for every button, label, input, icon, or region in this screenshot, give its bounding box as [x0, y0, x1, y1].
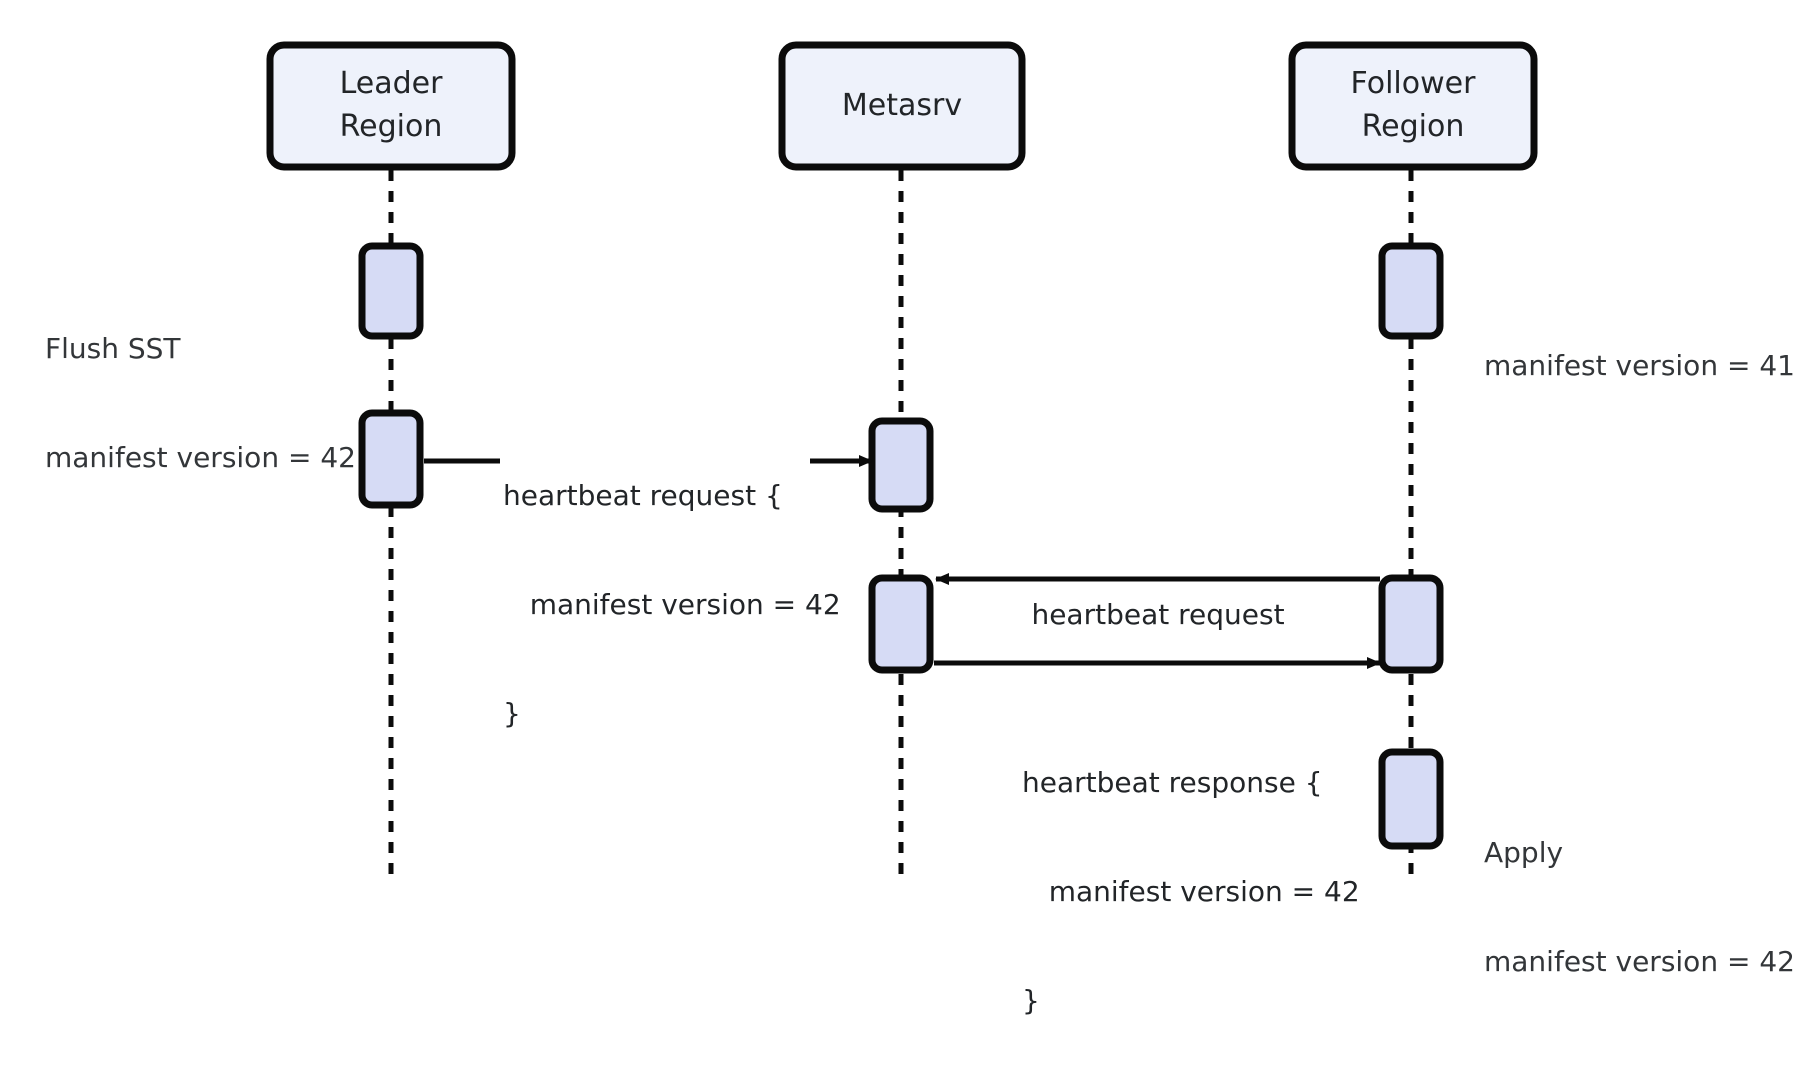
message-label-metasrv-to-follower-line1: heartbeat response {: [1022, 765, 1323, 799]
note-follower-version: manifest version = 41: [1484, 275, 1795, 457]
activation-metasrv-heartbeat-in: [868, 417, 934, 513]
note-flush-sst-line1: Flush SST: [45, 331, 181, 365]
activation-bars: [358, 242, 1444, 850]
activation-metasrv-follower-exchange: [868, 574, 934, 674]
participant-box-metasrv[interactable]: [778, 41, 1026, 171]
message-label-metasrv-to-follower-line3: }: [1022, 984, 1040, 1018]
message-label-follower-to-metasrv-line1: heartbeat request: [1031, 597, 1285, 631]
message-label-metasrv-to-follower: heartbeat response { manifest version = …: [1022, 692, 1382, 1092]
participant-box-follower[interactable]: [1288, 41, 1538, 171]
activation-follower-exchange: [1378, 574, 1444, 674]
message-label-leader-to-metasrv-line3: }: [503, 697, 521, 731]
activation-leader-heartbeat: [358, 409, 424, 509]
message-label-leader-to-metasrv-line1: heartbeat request {: [503, 478, 783, 512]
activation-leader-flush: [358, 242, 424, 340]
message-label-follower-to-metasrv: heartbeat request: [936, 524, 1380, 706]
activation-follower-version: [1378, 242, 1444, 340]
note-apply: Apply manifest version = 42: [1484, 762, 1795, 1053]
diagram-vector-layer: [266, 41, 1538, 884]
note-flush-sst-line2: manifest version = 42: [45, 440, 356, 474]
message-label-leader-to-metasrv: heartbeat request { manifest version = 4…: [503, 405, 841, 805]
message-arrows: [424, 455, 1381, 669]
sequence-diagram-canvas: Leader Region Metasrv Follower Region Fl…: [45, 41, 1795, 1018]
note-apply-line1: Apply: [1484, 835, 1564, 869]
participant-box-leader[interactable]: [266, 41, 516, 171]
note-follower-version-line1: manifest version = 41: [1484, 348, 1795, 382]
activation-follower-apply: [1378, 748, 1444, 850]
note-apply-line2: manifest version = 42: [1484, 944, 1795, 978]
message-label-metasrv-to-follower-line2: manifest version = 42: [1022, 874, 1360, 908]
participant-boxes: [266, 41, 1538, 171]
note-flush-sst: Flush SST manifest version = 42: [45, 258, 356, 549]
message-label-leader-to-metasrv-line2: manifest version = 42: [503, 587, 841, 621]
